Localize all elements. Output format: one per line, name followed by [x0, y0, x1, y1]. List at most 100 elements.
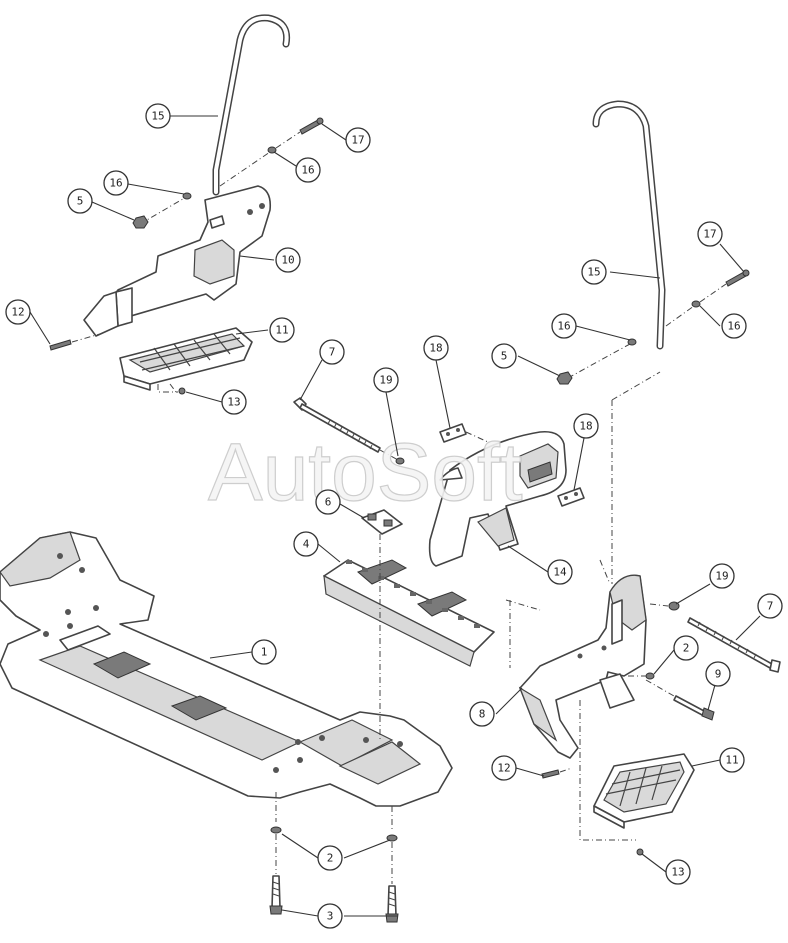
callout-12-left: 12	[5, 299, 31, 325]
callout-14: 14	[547, 559, 573, 585]
right-step-bracket	[518, 574, 647, 759]
callout-label: 14	[553, 566, 567, 579]
callout-18-lower: 18	[573, 413, 599, 439]
callout-7-right: 7	[757, 593, 783, 619]
washer-19-left	[395, 457, 405, 465]
nut-5-left	[132, 215, 149, 229]
left-handle-rod	[212, 14, 291, 196]
callout-label: 13	[227, 396, 240, 409]
callout-6: 6	[315, 489, 341, 515]
plate-18-lower	[557, 487, 585, 507]
callout-7-left: 7	[319, 339, 345, 365]
callout-label: 7	[767, 600, 774, 613]
callouts: 15 17 16 16 5 10 12 11 13 7 19 18 18 6 4…	[5, 103, 783, 929]
callout-label: 16	[109, 177, 122, 190]
callout-label: 12	[11, 306, 24, 319]
long-bolt-7-right	[628, 601, 781, 721]
callout-4: 4	[293, 531, 319, 557]
callout-15-left: 15	[145, 103, 171, 129]
callout-label: 4	[303, 538, 310, 551]
counterweight-14	[428, 430, 567, 567]
callout-label: 2	[683, 642, 690, 655]
callout-2-bottom: 2	[317, 845, 343, 871]
callout-8: 8	[469, 701, 495, 727]
bolt-9	[673, 695, 707, 717]
callout-label: 2	[327, 852, 334, 865]
callout-label: 5	[501, 350, 508, 363]
callout-17-left: 17	[345, 127, 371, 153]
washer-2-mid	[645, 672, 655, 680]
callout-12-right: 12	[491, 755, 517, 781]
callout-11-right: 11	[719, 747, 745, 773]
screw-13-right	[636, 848, 644, 856]
screw-13-left	[178, 387, 186, 395]
washer-16-right-b	[691, 300, 701, 308]
bolt-12-left	[49, 339, 72, 351]
bolt-3-right	[387, 885, 397, 917]
washer-16-right-a	[627, 338, 637, 346]
callout-15-right: 15	[581, 259, 607, 285]
callout-label: 8	[479, 708, 486, 721]
callout-label: 19	[379, 374, 392, 387]
washer-2-right	[386, 834, 398, 842]
callout-5-right: 5	[491, 343, 517, 369]
callout-label: 19	[715, 570, 728, 583]
callout-label: 9	[715, 668, 722, 681]
callout-16-right: 16	[551, 313, 577, 339]
assembly-lines	[169, 383, 611, 740]
long-bolt-7-left	[293, 397, 405, 465]
callout-1: 1	[251, 639, 277, 665]
callout-2-mid: 2	[673, 635, 699, 661]
base-frame-1	[0, 531, 453, 807]
bolt-3-left	[271, 875, 281, 909]
watermark-text: AutoSoft	[208, 427, 523, 518]
callout-label: 12	[497, 762, 510, 775]
callout-19-right: 19	[709, 563, 735, 589]
callout-label: 18	[579, 420, 592, 433]
right-hardware	[556, 269, 750, 584]
callout-9: 9	[705, 661, 731, 687]
callout-label: 16	[727, 320, 740, 333]
callout-13-right: 13	[665, 859, 691, 885]
right-step-tread	[541, 700, 695, 856]
callout-16-left: 16	[103, 170, 129, 196]
callout-13-left: 13	[221, 389, 247, 415]
washer-2-left	[270, 826, 282, 834]
callout-label: 7	[329, 346, 336, 359]
callout-label: 11	[275, 324, 288, 337]
left-step-bracket	[83, 185, 272, 337]
callout-label: 1	[261, 646, 268, 659]
callout-label: 10	[281, 254, 294, 267]
callout-10: 10	[275, 247, 301, 273]
callout-18-upper: 18	[423, 335, 449, 361]
callout-17-right: 17	[697, 221, 723, 247]
callout-label: 17	[351, 134, 364, 147]
callout-label: 16	[557, 320, 570, 333]
callout-5-left: 5	[67, 188, 93, 214]
washer-16-right	[267, 146, 277, 154]
callout-16-right-b: 16	[721, 313, 747, 339]
callout-11-left: 11	[269, 317, 295, 343]
callout-label: 6	[325, 496, 332, 509]
channel-4	[323, 559, 495, 667]
callout-label: 13	[671, 866, 684, 879]
left-step-tread	[119, 327, 253, 391]
callout-label: 3	[327, 910, 334, 923]
left-hardware	[49, 117, 324, 395]
callout-leaders	[29, 115, 761, 917]
callout-label: 15	[151, 110, 164, 123]
clip-6	[361, 509, 403, 560]
callout-3: 3	[317, 903, 343, 929]
washer-16-left	[182, 192, 192, 200]
bolt-12-right	[541, 769, 560, 779]
plate-18-upper	[439, 423, 489, 443]
callout-16-left-b: 16	[295, 157, 321, 183]
right-handle-rod	[592, 100, 666, 350]
callout-label: 5	[77, 195, 84, 208]
callout-label: 15	[587, 266, 600, 279]
callout-label: 18	[429, 342, 442, 355]
callout-label: 11	[725, 754, 738, 767]
callout-19-left: 19	[373, 367, 399, 393]
nut-5-right	[556, 371, 573, 385]
